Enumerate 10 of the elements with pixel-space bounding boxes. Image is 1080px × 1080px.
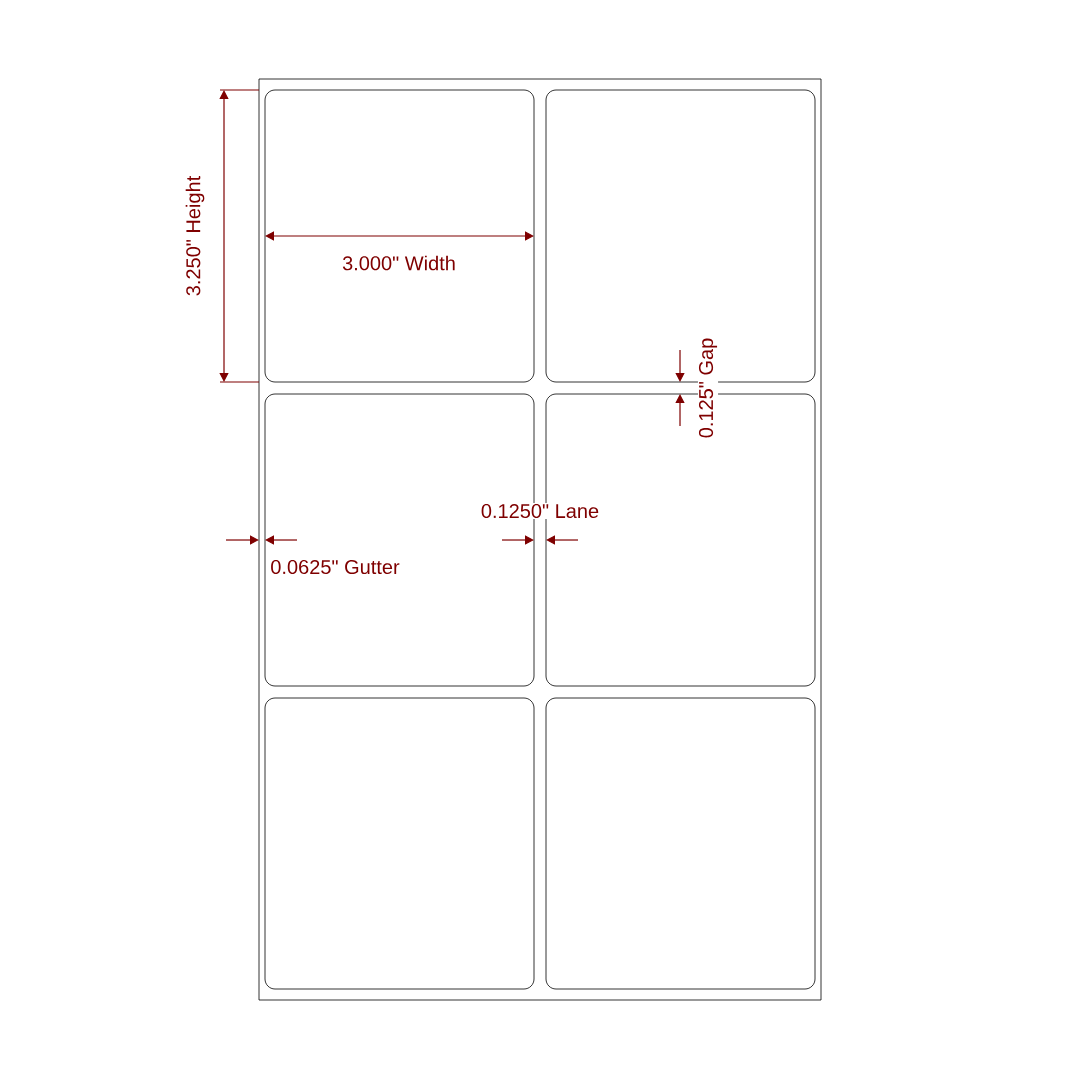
label-outline (545, 697, 816, 990)
dimension-label: 3.250" Height (184, 174, 206, 298)
dimension-label: 0.0625" Gutter (269, 558, 401, 576)
dimension-label: 3.000" Width (341, 254, 457, 272)
label-outline (264, 697, 535, 990)
sheet-outline (258, 78, 822, 1001)
label-outline (545, 89, 816, 383)
label-outline (264, 89, 535, 383)
dimension-label: 0.125" Gap (697, 336, 719, 440)
dimension-label: 0.1250" Lane (479, 502, 601, 520)
